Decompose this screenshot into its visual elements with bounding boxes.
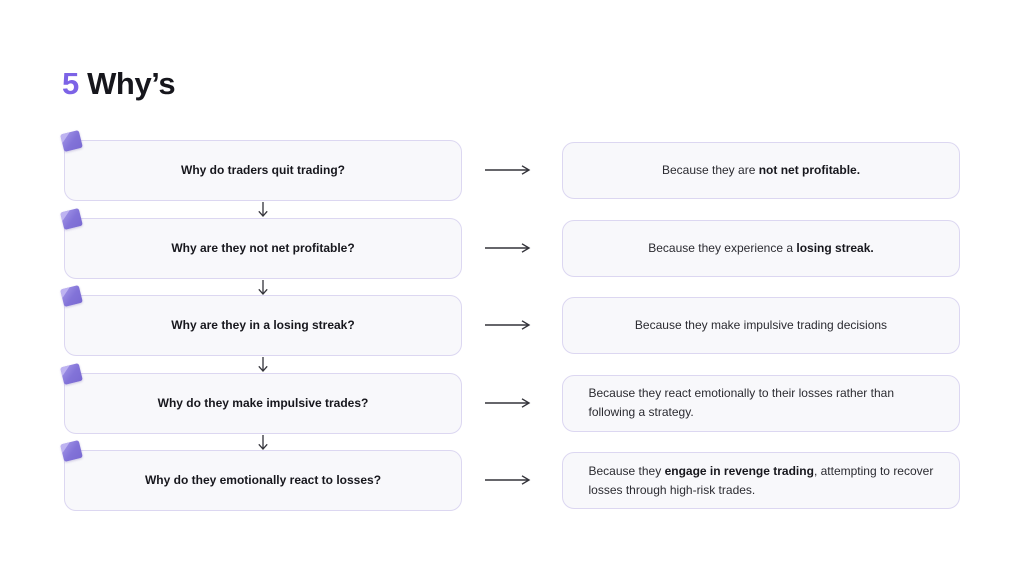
sticky-note-icon	[60, 362, 83, 385]
question-box: Why do traders quit trading?	[60, 129, 462, 201]
right-arrow-icon	[484, 474, 531, 486]
question-text: Why do traders quit trading?	[181, 163, 345, 178]
answer-box: Because they are not net profitable.	[562, 142, 960, 199]
question-box: Why do they make impulsive trades?	[60, 362, 462, 434]
down-arrow-icon	[257, 434, 269, 450]
question-text: Why do they emotionally react to losses?	[144, 473, 382, 488]
right-arrow-icon	[484, 164, 531, 176]
down-arrow-icon	[257, 279, 269, 295]
answer-text: Because they are not net profitable.	[661, 163, 861, 178]
right-arrow-icon	[484, 397, 531, 409]
answer-text: Because they make impulsive trading deci…	[634, 318, 888, 333]
right-arrow-icon	[484, 319, 531, 331]
question-text: Why are they in a losing streak?	[171, 318, 355, 333]
page-title: 5 Why’s	[62, 66, 176, 101]
answer-text: Because they engage in revenge trading, …	[588, 463, 934, 497]
question-text: Why are they not net profitable?	[171, 240, 355, 255]
sticky-note-icon	[60, 207, 83, 230]
answer-text: Because they experience a losing streak.	[648, 240, 874, 255]
sticky-note-icon	[60, 129, 83, 153]
answer-text: Because they react emotionally to their …	[588, 386, 895, 419]
title-word: Why’s	[87, 66, 176, 101]
sticky-note-icon	[60, 439, 83, 463]
question-box: Why are they not net profitable?	[60, 207, 462, 279]
answer-box: Because they engage in revenge trading, …	[562, 452, 960, 509]
answer-box: Because they make impulsive trading deci…	[562, 297, 960, 354]
right-arrow-icon	[484, 242, 531, 254]
title-number: 5	[62, 66, 79, 101]
down-arrow-icon	[257, 357, 269, 372]
answer-box: Because they experience a losing streak.	[562, 219, 960, 277]
question-box: Why do they emotionally react to losses?	[60, 439, 462, 511]
answer-box: Because they react emotionally to their …	[562, 374, 960, 432]
sticky-note-icon	[60, 284, 83, 308]
question-text: Why do they make impulsive trades?	[157, 395, 369, 410]
down-arrow-icon	[257, 202, 269, 217]
question-box: Why are they in a losing streak?	[60, 284, 462, 356]
